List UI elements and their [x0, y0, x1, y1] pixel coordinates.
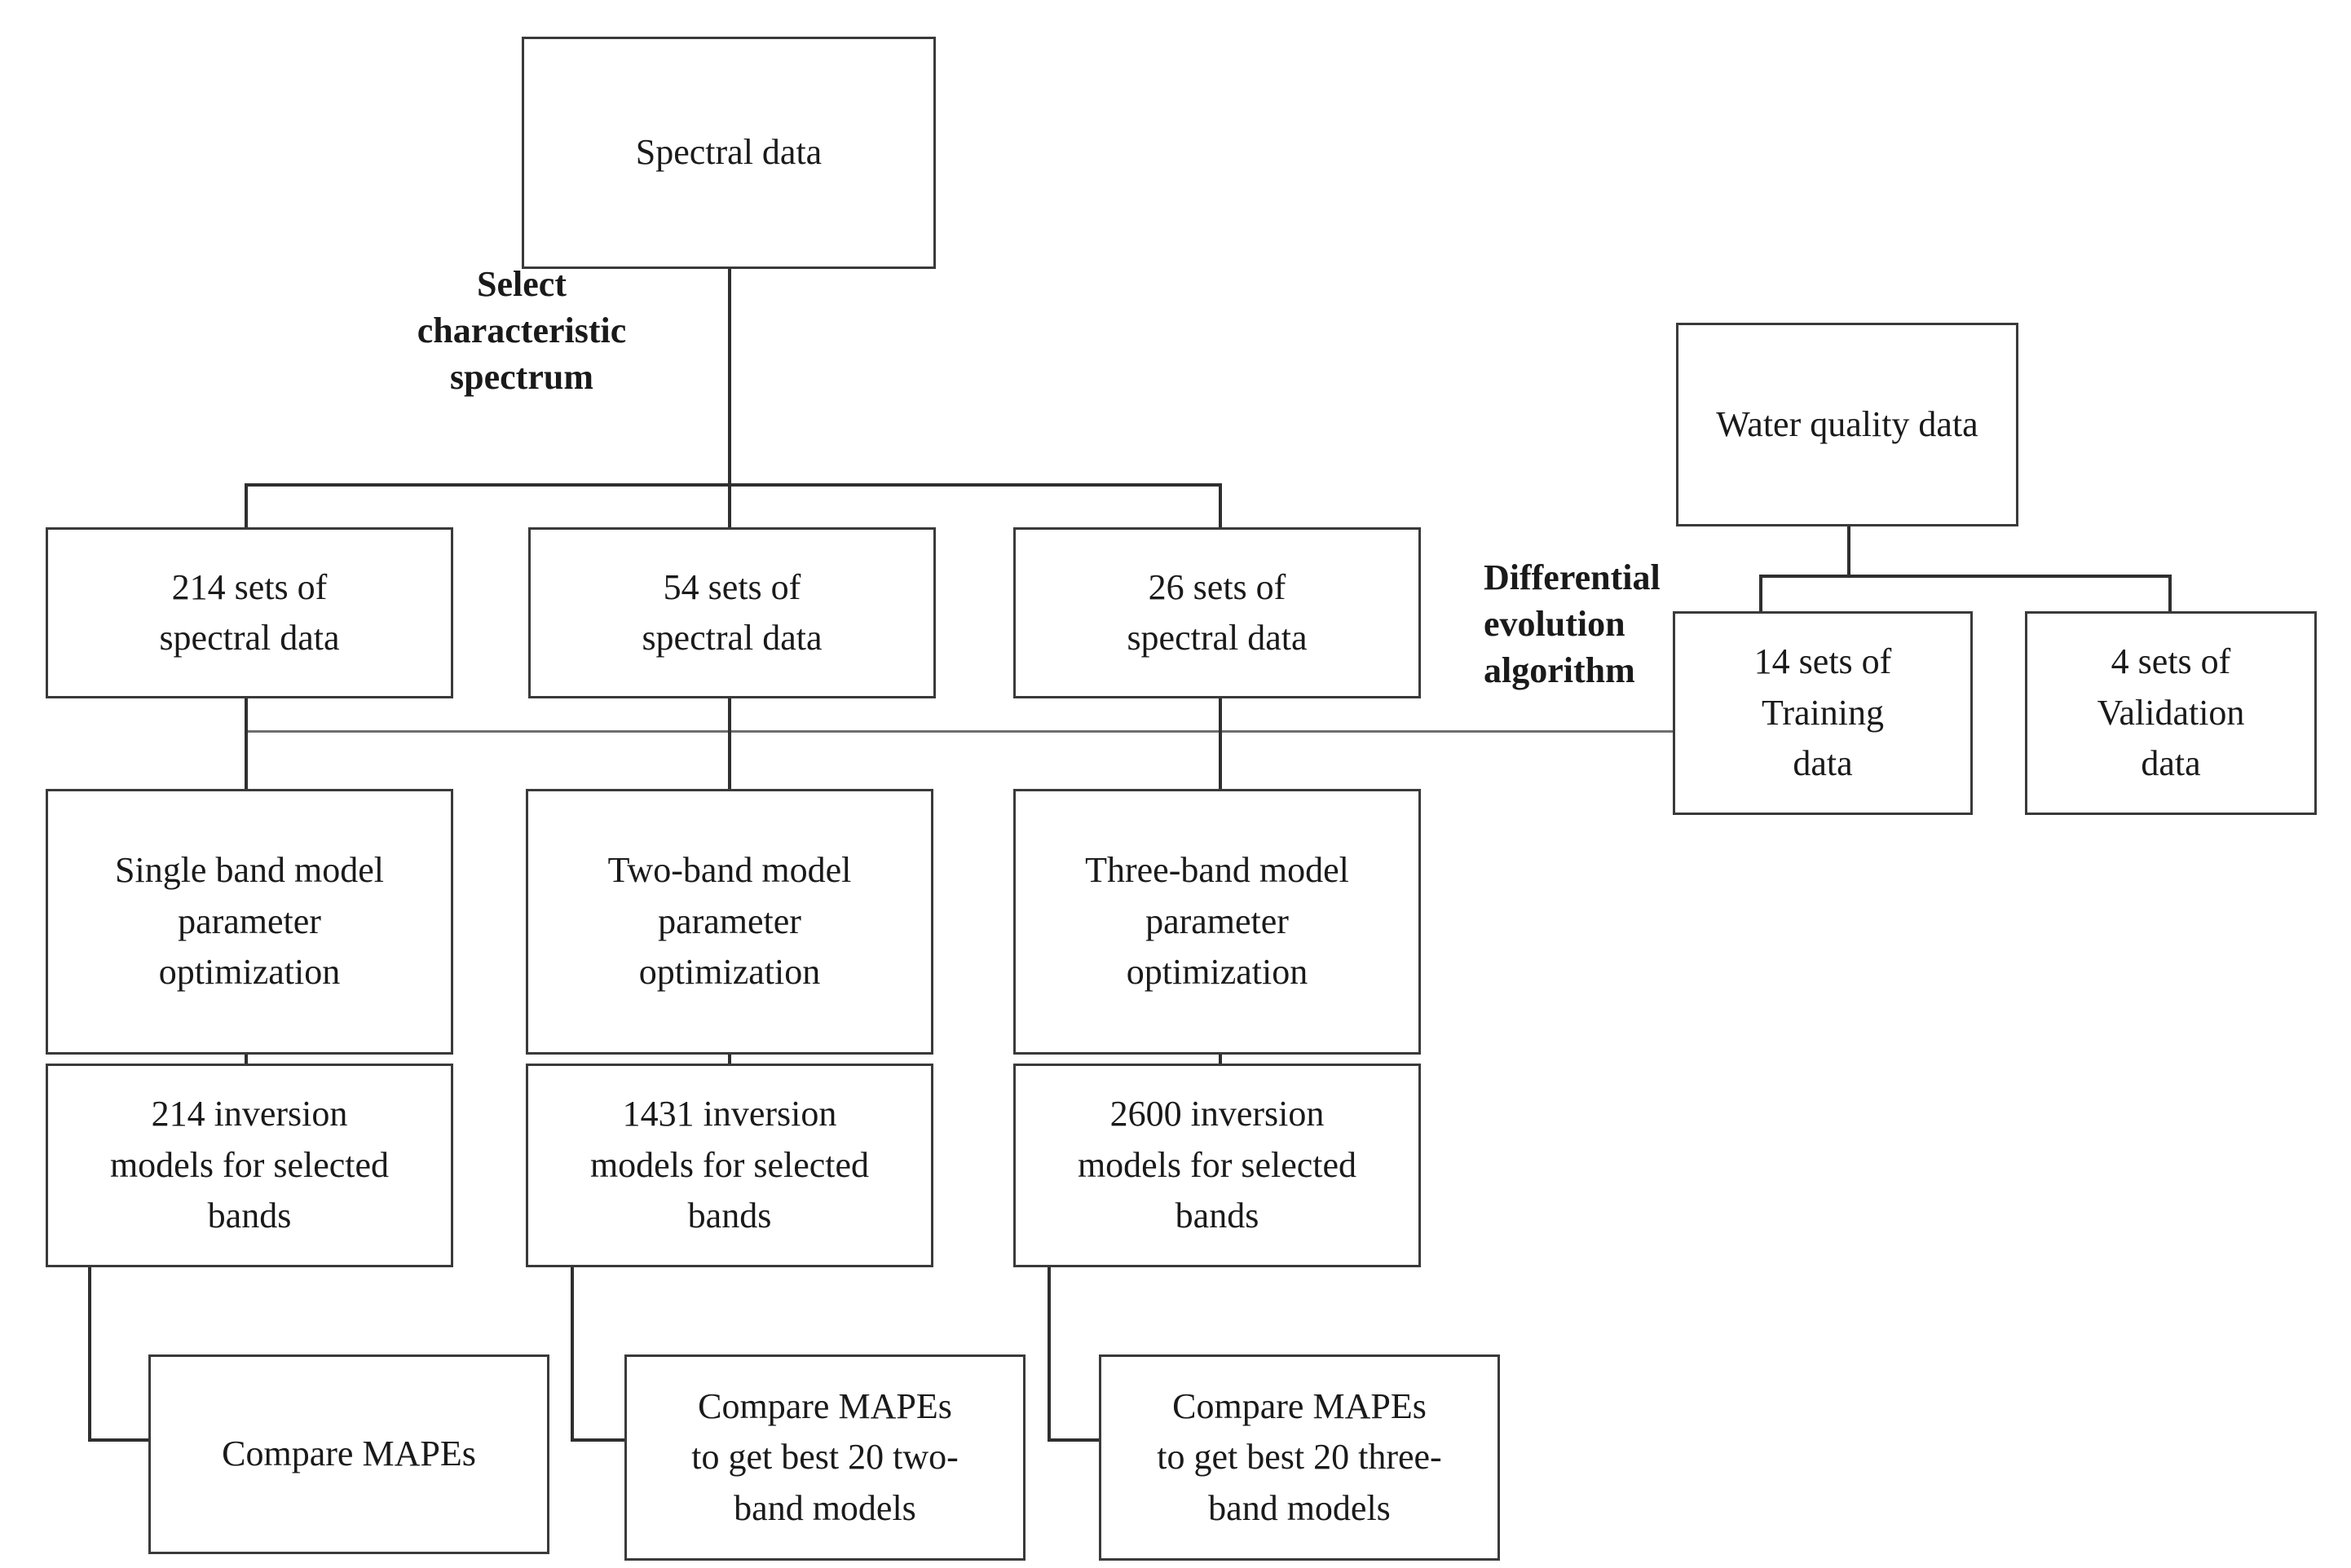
select-characteristic-line2: characteristic — [417, 311, 627, 351]
connector-water-split-left — [1759, 575, 1762, 612]
node-214-sets-line1: 214 sets of — [171, 566, 328, 607]
differential-line3: algorithm — [1484, 650, 1635, 691]
node-three-band-line3: optimization — [1126, 952, 1308, 993]
node-inv214-line2: models for selected — [109, 1144, 390, 1185]
node-compare-two-line1: Compare MAPEs — [698, 1385, 952, 1426]
node-4-sets-validation-data[interactable]: 4 sets of Validation data — [2025, 611, 2317, 815]
node-26-sets-line1: 26 sets of — [1148, 566, 1286, 607]
node-inv2600-line3: bands — [1175, 1196, 1259, 1236]
select-characteristic-line1: Select — [477, 264, 567, 304]
node-inv2600-line2: models for selected — [1077, 1144, 1357, 1185]
node-compare-three-line2: to get best 20 three- — [1157, 1437, 1442, 1478]
connector-col3-inv-down — [1048, 1267, 1051, 1440]
node-training-line3: data — [1793, 743, 1853, 784]
node-spectral-data-label: Spectral data — [635, 132, 823, 173]
node-single-band-line3: optimization — [158, 952, 341, 993]
connector-training-feedline — [245, 730, 1673, 733]
node-inv1431-line3: bands — [687, 1196, 772, 1236]
node-single-band-line2: parameter — [178, 901, 321, 941]
node-inv214-line3: bands — [207, 1196, 292, 1236]
node-two-band-line2: parameter — [658, 901, 801, 941]
node-validation-line1: 4 sets of — [2111, 641, 2231, 682]
node-214-inversion-models[interactable]: 214 inversion models for selected bands — [46, 1064, 453, 1267]
connector-water-split-right — [2168, 575, 2172, 612]
node-compare-three-line3: band models — [1208, 1487, 1391, 1528]
connector-col3-inv-right — [1048, 1438, 1101, 1442]
connector-col1-inv-down — [88, 1267, 91, 1440]
node-214-sets-spectral-data[interactable]: 214 sets of spectral data — [46, 527, 453, 698]
node-training-line2: Training — [1762, 692, 1884, 733]
node-validation-line3: data — [2141, 743, 2201, 784]
node-two-band-model-parameter-optimization[interactable]: Two-band model parameter optimization — [526, 789, 933, 1055]
connector-col2-inv-right — [571, 1438, 626, 1442]
node-2600-inversion-models[interactable]: 2600 inversion models for selected bands — [1013, 1064, 1421, 1267]
connector-water-split-bar — [1759, 575, 2172, 578]
select-characteristic-line3: spectrum — [450, 357, 593, 398]
node-54-sets-spectral-data[interactable]: 54 sets of spectral data — [528, 527, 936, 698]
connector-branch-bar — [245, 483, 1222, 487]
node-14-sets-training-data[interactable]: 14 sets of Training data — [1673, 611, 1973, 815]
node-three-band-line1: Three-band model — [1085, 850, 1349, 891]
node-inv214-line1: 214 inversion — [151, 1094, 348, 1134]
node-compare-two-line2: to get best 20 two- — [691, 1437, 959, 1478]
node-validation-line2: Validation — [2097, 692, 2245, 733]
connector-branch-left — [245, 483, 248, 527]
node-compare-three-line1: Compare MAPEs — [1172, 1385, 1427, 1426]
node-water-quality-data[interactable]: Water quality data — [1676, 323, 2018, 526]
node-compare-mapes[interactable]: Compare MAPEs — [148, 1354, 549, 1554]
node-54-sets-line1: 54 sets of — [663, 566, 801, 607]
edge-label-differential-evolution-algorithm: Differential evolution algorithm — [1484, 554, 1753, 694]
node-water-quality-label: Water quality data — [1716, 403, 1978, 444]
node-compare-mapes-label: Compare MAPEs — [222, 1434, 476, 1474]
connector-col1-sets-to-opt — [245, 697, 248, 791]
connector-col3-sets-to-opt — [1219, 697, 1222, 791]
node-single-band-model-parameter-optimization[interactable]: Single band model parameter optimization — [46, 789, 453, 1055]
node-three-band-model-parameter-optimization[interactable]: Three-band model parameter optimization — [1013, 789, 1421, 1055]
connector-spectral-down — [728, 269, 731, 485]
connector-water-down — [1847, 526, 1850, 576]
differential-line1: Differential — [1484, 557, 1661, 597]
differential-line2: evolution — [1484, 604, 1625, 645]
node-inv1431-line1: 1431 inversion — [622, 1094, 837, 1134]
node-spectral-data[interactable]: Spectral data — [522, 37, 936, 269]
node-compare-mapes-two-band[interactable]: Compare MAPEs to get best 20 two- band m… — [624, 1354, 1026, 1561]
node-inv2600-line1: 2600 inversion — [1109, 1094, 1325, 1134]
node-compare-two-line3: band models — [734, 1487, 916, 1528]
node-26-sets-line2: spectral data — [1127, 618, 1308, 658]
node-26-sets-spectral-data[interactable]: 26 sets of spectral data — [1013, 527, 1421, 698]
node-training-line1: 14 sets of — [1753, 641, 1892, 682]
connector-col2-sets-to-opt — [728, 697, 731, 791]
node-54-sets-line2: spectral data — [642, 618, 823, 658]
node-214-sets-line2: spectral data — [159, 618, 340, 658]
connector-col1-inv-right — [88, 1438, 150, 1442]
connector-col2-inv-down — [571, 1267, 574, 1440]
node-single-band-line1: Single band model — [115, 850, 384, 891]
node-two-band-line3: optimization — [638, 952, 821, 993]
node-three-band-line2: parameter — [1145, 901, 1289, 941]
node-two-band-line1: Two-band model — [607, 850, 852, 891]
edge-label-select-characteristic-spectrum: Select characteristic spectrum — [359, 261, 685, 401]
node-compare-mapes-three-band[interactable]: Compare MAPEs to get best 20 three- band… — [1099, 1354, 1500, 1561]
connector-branch-mid — [728, 483, 731, 527]
node-1431-inversion-models[interactable]: 1431 inversion models for selected bands — [526, 1064, 933, 1267]
node-inv1431-line2: models for selected — [589, 1144, 870, 1185]
connector-branch-right — [1219, 483, 1222, 527]
